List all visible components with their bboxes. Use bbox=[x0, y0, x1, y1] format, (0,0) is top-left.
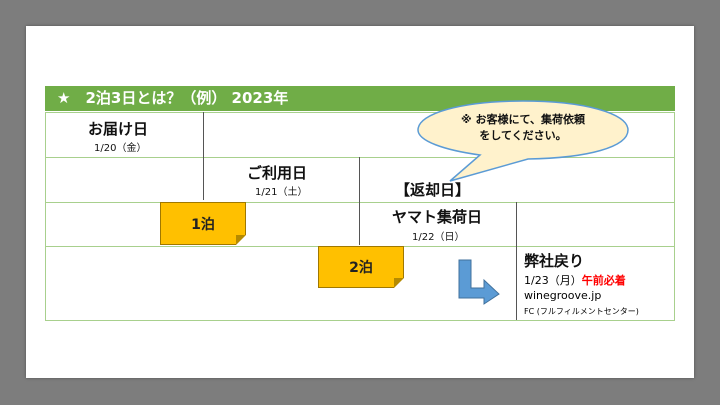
note-fold bbox=[394, 278, 404, 288]
note-two-nights: 2泊 bbox=[318, 246, 404, 288]
bubble-line-1: ※ お客様にて、集荷依頼 bbox=[461, 113, 585, 126]
col-line bbox=[674, 112, 675, 320]
note-one-night: 1泊 bbox=[160, 202, 246, 245]
note-two-nights-label: 2泊 bbox=[349, 260, 373, 276]
note-one-night-label: 1泊 bbox=[191, 216, 215, 233]
usage-label: ご利用日 bbox=[247, 164, 308, 182]
office-deadline: 午前必着 bbox=[581, 274, 626, 287]
day-divider bbox=[516, 202, 517, 320]
return-heading: 【返却日】 bbox=[395, 181, 471, 199]
speech-bubble bbox=[417, 100, 629, 182]
office-center: FC (フルフィルメントセンター) bbox=[524, 307, 639, 316]
day-divider bbox=[203, 112, 204, 200]
pickup-date: 1/22（日） bbox=[412, 232, 465, 243]
row-line bbox=[45, 157, 675, 158]
office-label: 弊社戻り bbox=[524, 252, 585, 270]
pickup-label: ヤマト集荷日 bbox=[392, 208, 483, 226]
usage-date: 1/21（土） bbox=[255, 187, 308, 198]
bubble-text: ※ お客様にて、集荷依頼 をしてください。 bbox=[438, 112, 608, 144]
delivery-date: 1/20（金） bbox=[94, 143, 147, 154]
arrow-right-icon bbox=[458, 259, 500, 305]
office-date-row: 1/23（月）午前必着 bbox=[524, 272, 626, 288]
header-title: ★ 2泊3日とは？（例） 2023年 bbox=[57, 89, 289, 107]
bubble-line-2: をしてください。 bbox=[479, 129, 567, 142]
row-line bbox=[45, 320, 675, 321]
day-divider bbox=[359, 157, 360, 245]
office-date: 1/23（月） bbox=[524, 274, 582, 287]
col-line bbox=[45, 112, 46, 320]
bubble-shape bbox=[417, 100, 629, 182]
delivery-label: お届け日 bbox=[88, 120, 149, 138]
row-line bbox=[45, 112, 675, 113]
row-line bbox=[45, 202, 675, 203]
office-site: winegroove.jp bbox=[524, 289, 602, 302]
note-fold bbox=[236, 235, 246, 245]
